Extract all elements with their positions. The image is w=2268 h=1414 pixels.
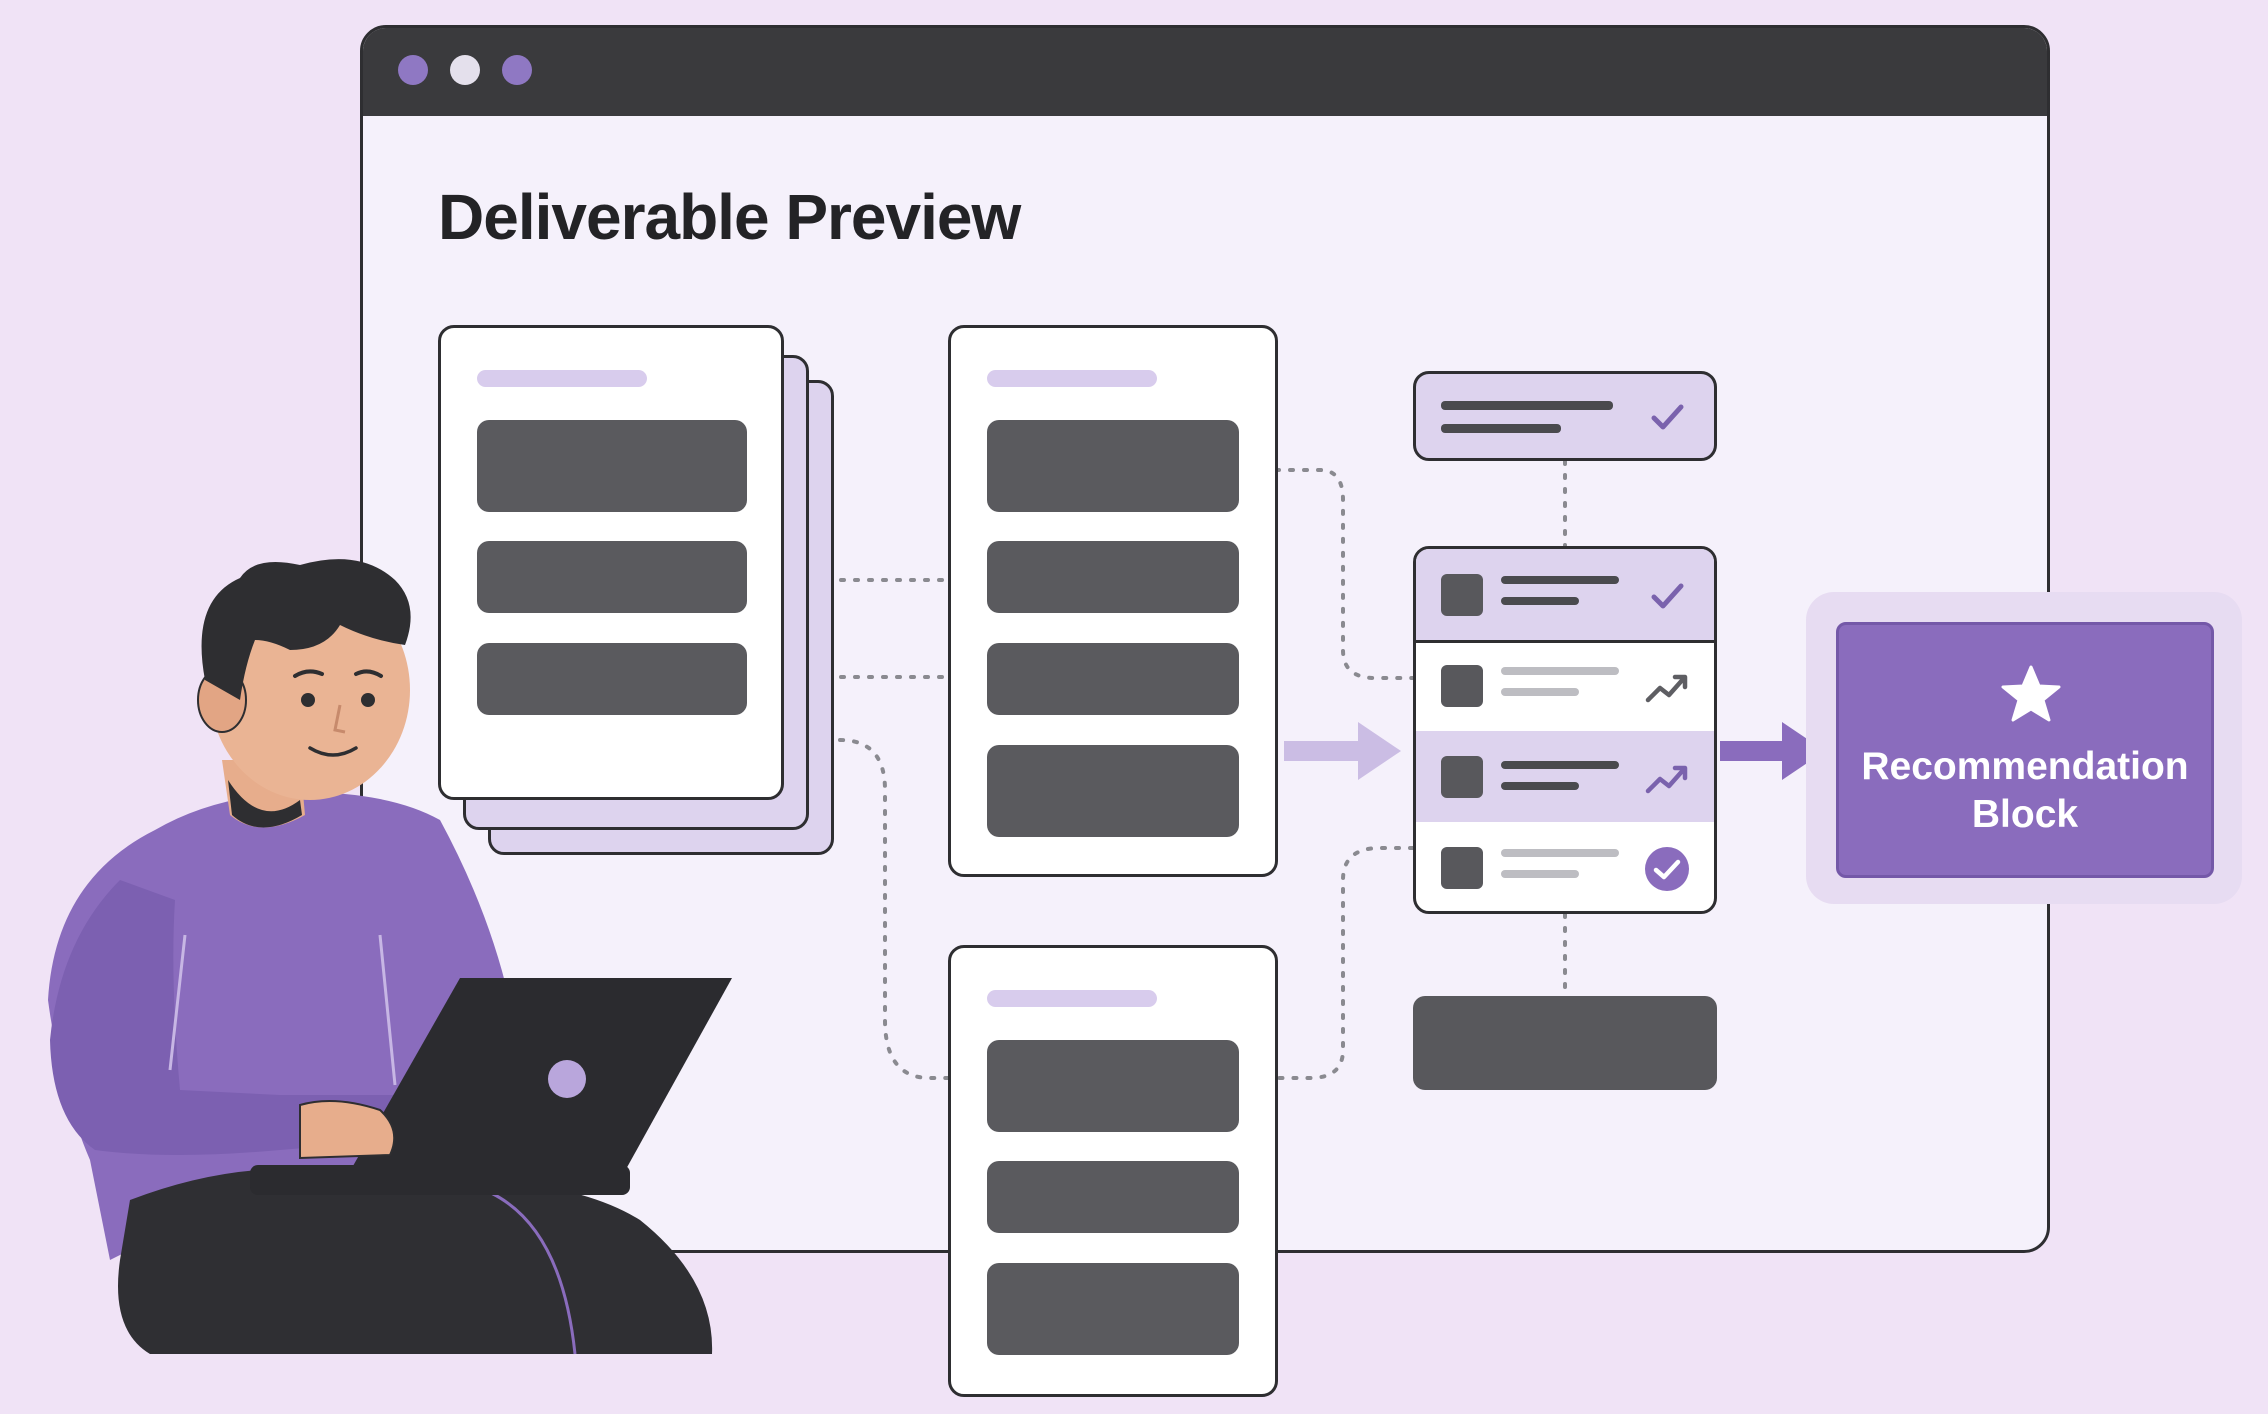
laptop-icon [250,978,732,1195]
window-titlebar [363,28,2047,116]
card-heading-placeholder [987,370,1157,387]
text-line-placeholder [1501,688,1579,696]
person-legs [118,1168,713,1354]
panel-row[interactable] [1416,822,1714,911]
trend-up-icon [1645,765,1688,794]
text-line-placeholder [1501,576,1619,584]
text-line-placeholder [1501,849,1619,857]
check-circle-icon [1645,847,1689,891]
content-block [987,1263,1239,1355]
content-block [987,1161,1239,1233]
person-hand [299,1100,396,1160]
connector-line [1274,846,1415,1080]
text-line-placeholder [1501,667,1619,675]
content-block [477,420,747,512]
content-block [987,541,1239,613]
row-thumbnail [1441,574,1483,616]
text-line-placeholder [1501,870,1579,878]
text-line-placeholder [1441,401,1613,410]
window-dot-minimize[interactable] [450,55,480,85]
recommendation-label: Recommendation Block [1849,743,2201,839]
card-heading-placeholder [477,370,647,387]
text-line-placeholder [1501,597,1579,605]
ranking-panel [1413,546,1717,914]
panel-row[interactable] [1416,640,1714,731]
document-card[interactable] [948,945,1278,1397]
text-line-placeholder [1501,782,1579,790]
card-heading-placeholder [987,990,1157,1007]
check-icon [1651,583,1684,609]
panel-row[interactable] [1416,549,1714,643]
content-block [987,643,1239,715]
row-thumbnail [1441,665,1483,707]
person-arm [50,880,400,1155]
window-dot-close[interactable] [398,55,428,85]
output-bar[interactable] [1413,996,1717,1090]
recommendation-label-line2: Block [1971,793,2079,836]
arrow-right-icon [1284,722,1401,780]
window-dot-maximize[interactable] [502,55,532,85]
content-block [477,643,747,715]
text-line-placeholder [1501,761,1619,769]
panel-row-highlighted[interactable] [1416,731,1714,822]
trend-up-icon [1645,674,1688,703]
document-card[interactable] [948,325,1278,877]
summary-card[interactable] [1413,371,1717,461]
page-title: Deliverable Preview [438,181,1021,253]
arrow-right-icon [1720,722,1825,780]
row-thumbnail [1441,847,1483,889]
recommendation-block[interactable]: Recommendation Block [1836,622,2214,878]
content-block [987,420,1239,512]
person-head [197,559,411,800]
star-icon [2001,665,2061,722]
recommendation-label-line1: Recommendation [1861,745,2189,788]
text-line-placeholder [1441,424,1561,433]
content-block [987,745,1239,837]
row-thumbnail [1441,756,1483,798]
content-block [477,541,747,613]
content-block [987,1040,1239,1132]
check-icon [1651,404,1684,430]
document-card[interactable] [438,325,784,800]
connector-line [838,738,950,1080]
